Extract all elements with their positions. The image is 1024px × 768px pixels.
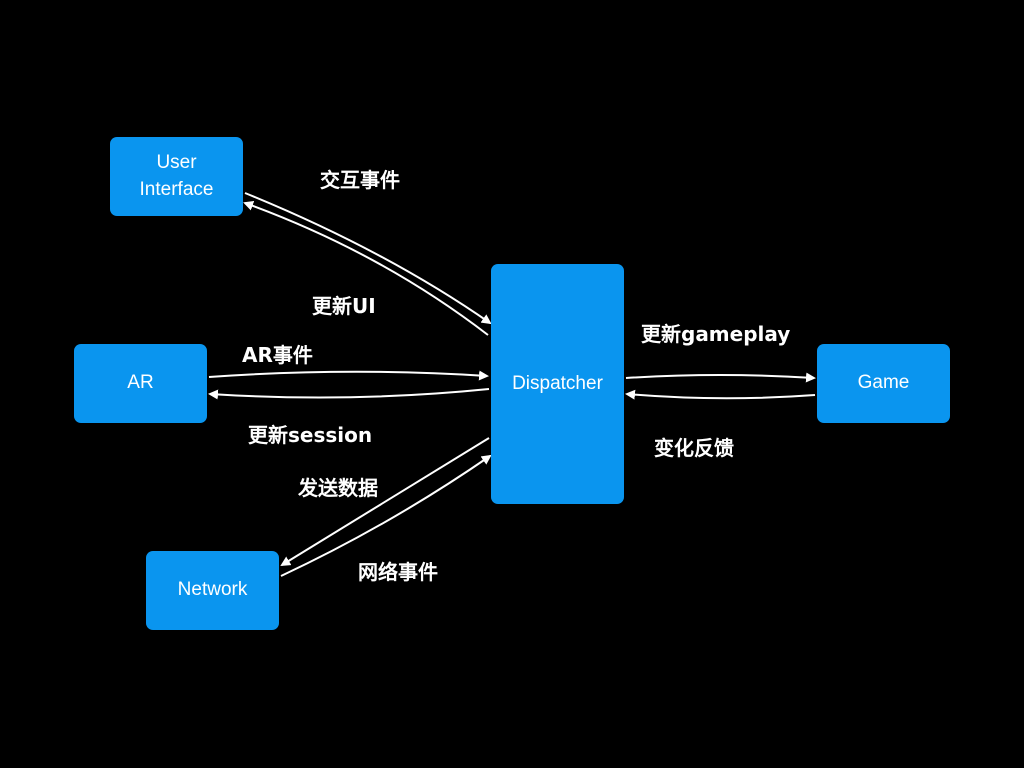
arrow-dispatcher-to-network bbox=[280, 437, 490, 567]
arrow-network-to-dispatcher bbox=[280, 454, 492, 577]
arrow-dispatcher-to-game bbox=[625, 372, 816, 383]
edge-label-send-data: 发送数据 bbox=[298, 476, 378, 500]
node-user-interface: User Interface bbox=[110, 137, 243, 216]
edge-label-update-session: 更新session bbox=[248, 423, 373, 447]
edge-label-update-gameplay: 更新gameplay bbox=[641, 322, 791, 346]
arrow-game-to-dispatcher bbox=[625, 389, 816, 400]
edge-label-change-feedback: 变化反馈 bbox=[654, 436, 734, 460]
node-ar-label: AR bbox=[127, 372, 154, 394]
node-game-label: Game bbox=[857, 372, 910, 394]
arrow-dispatcher-to-ar bbox=[208, 388, 490, 400]
edge-label-interaction-event: 交互事件 bbox=[320, 168, 400, 192]
arrow-dispatcher-to-ui bbox=[243, 201, 489, 336]
node-network-label: Network bbox=[177, 579, 248, 601]
node-dispatcher: Dispatcher bbox=[491, 264, 624, 504]
node-network: Network bbox=[146, 551, 279, 630]
node-ar: AR bbox=[74, 344, 207, 423]
edge-label-update-ui: 更新UI bbox=[312, 294, 376, 318]
arrow-ar-to-dispatcher bbox=[208, 370, 489, 381]
node-game: Game bbox=[817, 344, 950, 423]
edge-label-ar-event: AR事件 bbox=[242, 343, 313, 367]
node-user-interface-label: User Interface bbox=[139, 151, 214, 200]
edge-label-network-event: 网络事件 bbox=[358, 560, 438, 584]
arrow-ui-to-dispatcher bbox=[244, 192, 492, 325]
node-dispatcher-label: Dispatcher bbox=[512, 372, 603, 394]
